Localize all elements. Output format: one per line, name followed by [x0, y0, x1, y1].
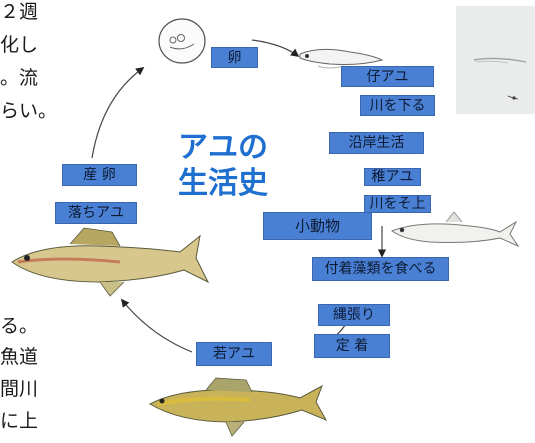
diagram-title: アユの 生活史 — [178, 130, 268, 202]
label-juvenile: 稚アユ — [364, 168, 421, 186]
title-line: アユの — [178, 130, 268, 165]
label-young: 若アユ — [196, 342, 272, 366]
label-egg: 卵 — [211, 47, 258, 68]
juvenile-fish-drawing — [390, 211, 520, 248]
larva-drawing — [299, 48, 384, 69]
label-spawn: 産 卵 — [62, 164, 137, 186]
title-line: 生活史 — [178, 166, 268, 201]
label-falling: 落ちアユ — [55, 202, 137, 224]
background-text: 魚道 — [0, 346, 39, 368]
label-down-river: 川を下る — [360, 95, 435, 116]
arrow-to-egg — [91, 67, 145, 159]
background-text: 間川 — [0, 378, 39, 400]
label-small-animals: 小動物 — [263, 212, 372, 240]
arrow-to-falling — [120, 298, 193, 353]
background-text: 。流 — [0, 67, 39, 89]
young-fish-drawing — [148, 377, 328, 437]
larva-photo-icon — [456, 6, 535, 114]
arrow-egg-to-larva — [251, 39, 300, 58]
label-coastal: 沿岸生活 — [329, 132, 424, 154]
background-text: 化し — [0, 34, 39, 56]
photo-thumbnail — [456, 6, 535, 114]
background-text: る。 — [0, 315, 39, 337]
label-settle: 定 着 — [314, 334, 390, 358]
egg-drawing — [158, 18, 206, 64]
label-larva: 仔アユ — [341, 66, 434, 87]
adult-fish-drawing — [11, 227, 210, 297]
background-text: ２週 — [0, 1, 39, 23]
label-territory: 縄張り — [318, 304, 390, 326]
background-text: に上 — [0, 410, 39, 432]
label-algae: 付着藻類を食べる — [312, 257, 449, 281]
label-up-river: 川をそ上 — [364, 195, 431, 213]
background-text: らい。 — [0, 100, 58, 122]
